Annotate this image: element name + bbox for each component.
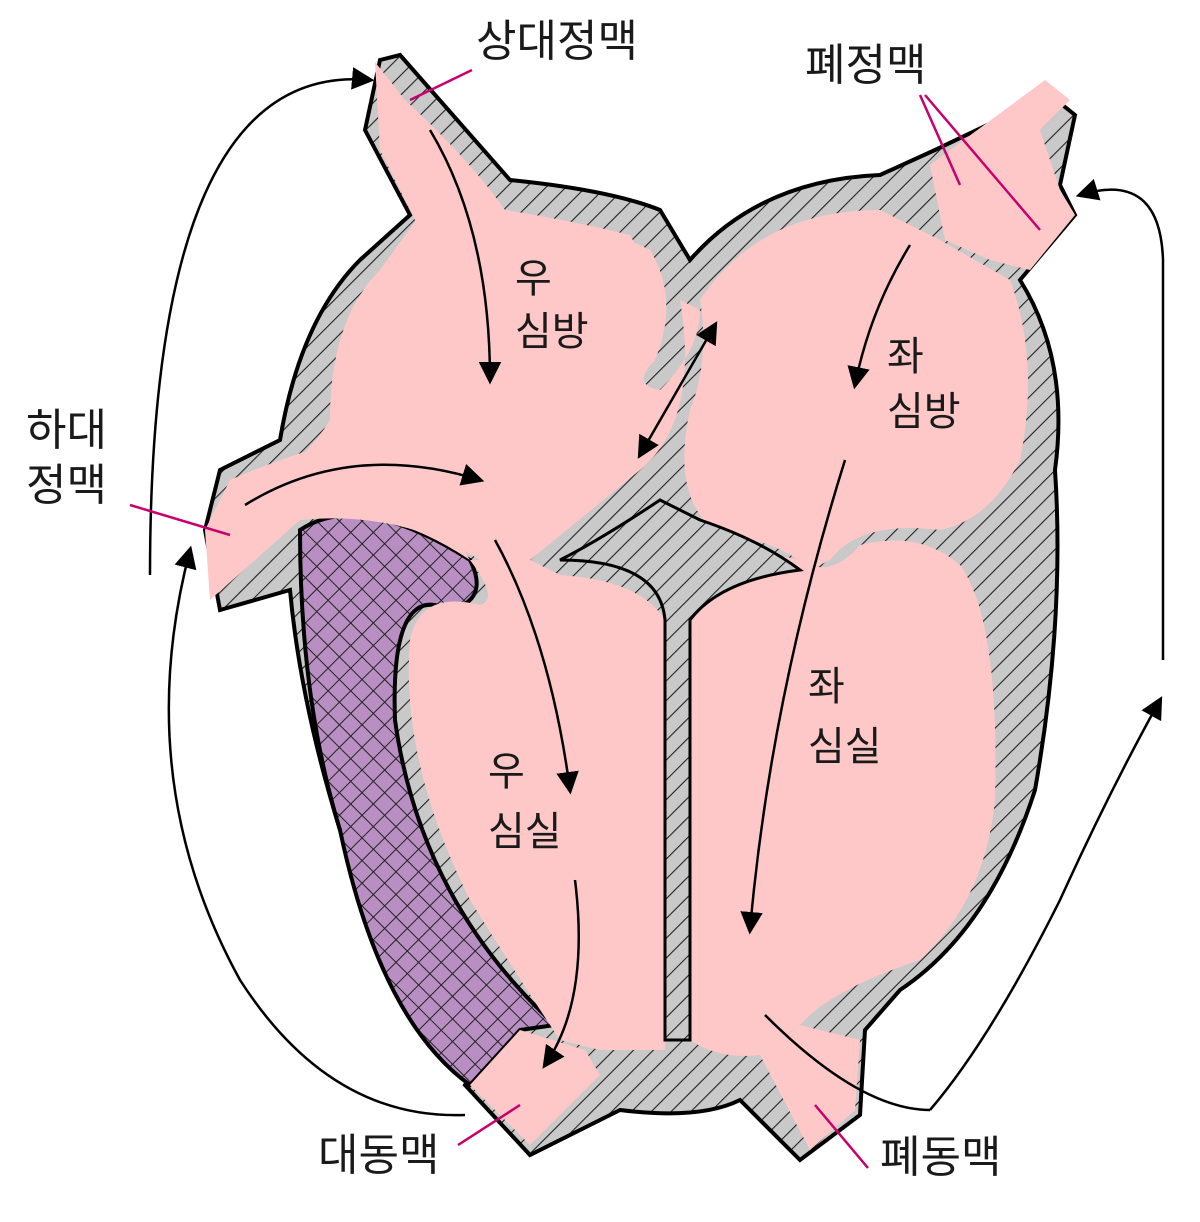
label-left-ventricle-2: 심실 (808, 724, 882, 770)
pulmonary-artery-lumen (760, 1025, 860, 1150)
label-right-ventricle-2: 심실 (488, 809, 562, 855)
leader-pulmonary-artery (814, 1104, 869, 1169)
flow-arrow-rv-aorta (542, 879, 580, 1069)
septum (559, 498, 804, 1042)
left-atrium-lumen (684, 210, 1028, 570)
label-pulmonary-artery: 폐동맥 (880, 1132, 1001, 1183)
circulation-arrow-top-left (148, 67, 375, 576)
label-aorta: 대동맥 (318, 1130, 439, 1181)
label-inferior-vena-cava-1: 하대 (26, 405, 107, 456)
label-right-atrium-1: 우 (515, 256, 552, 302)
label-pulmonary-vein: 폐정맥 (805, 40, 926, 91)
label-right-atrium-2: 심방 (515, 309, 589, 355)
label-left-ventricle-1: 좌 (808, 664, 845, 710)
left-ventricle-lumen (690, 540, 996, 1056)
label-inferior-vena-cava-2: 정맥 (26, 460, 107, 511)
flow-arrow-pv (847, 244, 912, 390)
label-left-atrium-2: 심방 (887, 389, 961, 435)
circulation-arrow-right-bottom (929, 696, 1163, 1111)
circulation-arrow-bottom-left (167, 545, 466, 1117)
flow-arrow-foramen (637, 321, 718, 459)
pulmonary-vein-lumen (930, 80, 1075, 270)
flow-arrow-ra-rv (493, 539, 579, 795)
leader-aorta (457, 1103, 521, 1147)
label-left-atrium-1: 좌 (887, 334, 924, 380)
leader-inferior-vena-cava (129, 503, 231, 537)
label-right-ventricle-1: 우 (488, 749, 525, 795)
flow-arrow-svc (428, 129, 502, 385)
right-ventricle-lumen (408, 560, 668, 1050)
leader-pulmonary-vein-a (918, 94, 962, 186)
right-ventricle-wall (297, 513, 560, 1088)
label-superior-vena-cava: 상대정맥 (476, 16, 638, 67)
leader-superior-vena-cava (409, 68, 473, 102)
flow-arrow-la-lv (740, 459, 847, 935)
circulation-arrow-right-top (1075, 178, 1165, 660)
flow-arrow-lv-pa (764, 1014, 931, 1112)
inferior-vena-cava-lumen (205, 440, 470, 600)
flow-arrow-ivc (244, 463, 485, 507)
leader-pulmonary-vein-b (924, 94, 1041, 231)
